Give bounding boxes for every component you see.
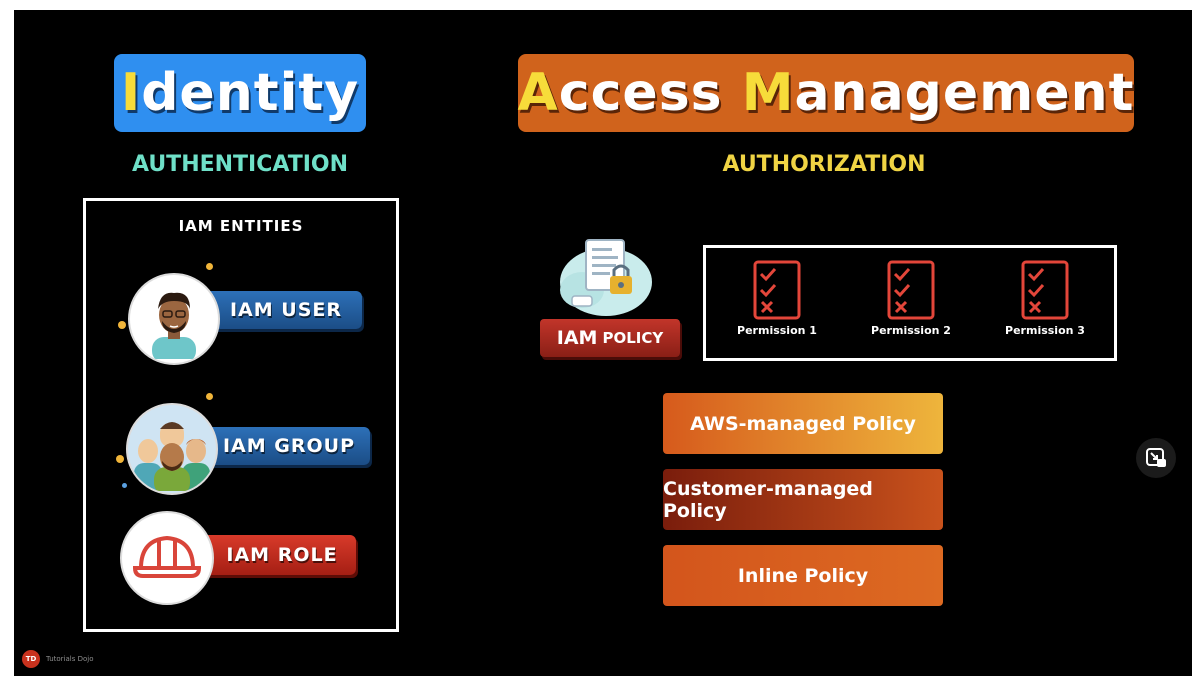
access-title-initial-m: M <box>741 63 795 123</box>
customer-managed-policy: Customer-managed Policy <box>663 469 943 530</box>
decor-dot <box>116 455 124 463</box>
iam-group-label: IAM GROUP <box>208 427 370 465</box>
policy-document-icon <box>554 232 654 322</box>
identity-title-rest: dentity <box>141 63 360 123</box>
permission-1-label: Permission 1 <box>737 324 817 337</box>
iam-entities-title: IAM ENTITIES <box>178 217 304 235</box>
access-title-rest: anagement <box>794 63 1135 123</box>
brand-logo: TD <box>22 650 40 668</box>
iam-role-label: IAM ROLE <box>208 535 356 575</box>
brand-name: Tutorials Dojo <box>46 655 94 663</box>
access-title-initial-a: A <box>517 63 559 123</box>
iam-entities-panel: IAM ENTITIES IAM USER <box>83 198 399 632</box>
authentication-subtitle: AUTHENTICATION <box>131 152 349 177</box>
decor-dot <box>206 263 213 270</box>
authorization-subtitle: AUTHORIZATION <box>722 152 926 177</box>
iam-user-label: IAM USER <box>210 291 362 329</box>
identity-title-initial: I <box>120 63 142 123</box>
permission-3: Permission 3 <box>990 260 1100 337</box>
pip-icon <box>1146 448 1166 467</box>
picture-in-picture-button[interactable] <box>1136 438 1176 478</box>
iam-user-entity: IAM USER <box>118 263 382 365</box>
iam-policy-label-big: IAM <box>556 327 598 349</box>
iam-policy-label-small: POLICY <box>602 329 664 347</box>
permission-2: Permission 2 <box>856 260 966 337</box>
permission-1: Permission 1 <box>722 260 832 337</box>
inline-policy: Inline Policy <box>663 545 943 606</box>
decor-dot <box>206 393 213 400</box>
aws-managed-policy: AWS-managed Policy <box>663 393 943 454</box>
user-avatar-icon <box>128 273 220 365</box>
permission-2-label: Permission 2 <box>871 324 951 337</box>
iam-role-entity: IAM ROLE <box>116 511 386 611</box>
checklist-icon <box>753 260 801 320</box>
brand-watermark: TD Tutorials Dojo <box>22 650 94 668</box>
group-avatar-icon <box>126 403 218 495</box>
iam-policy-label: IAM POLICY <box>540 319 680 357</box>
hardhat-icon <box>120 511 214 605</box>
checklist-icon <box>887 260 935 320</box>
iam-group-entity: IAM GROUP <box>116 393 382 503</box>
decor-dot <box>122 483 127 488</box>
access-title-part: ccess <box>558 63 742 123</box>
permission-3-label: Permission 3 <box>1005 324 1085 337</box>
permissions-panel: Permission 1 Permission 2 Permission 3 <box>703 245 1117 361</box>
decor-dot <box>118 321 126 329</box>
checklist-icon <box>1021 260 1069 320</box>
